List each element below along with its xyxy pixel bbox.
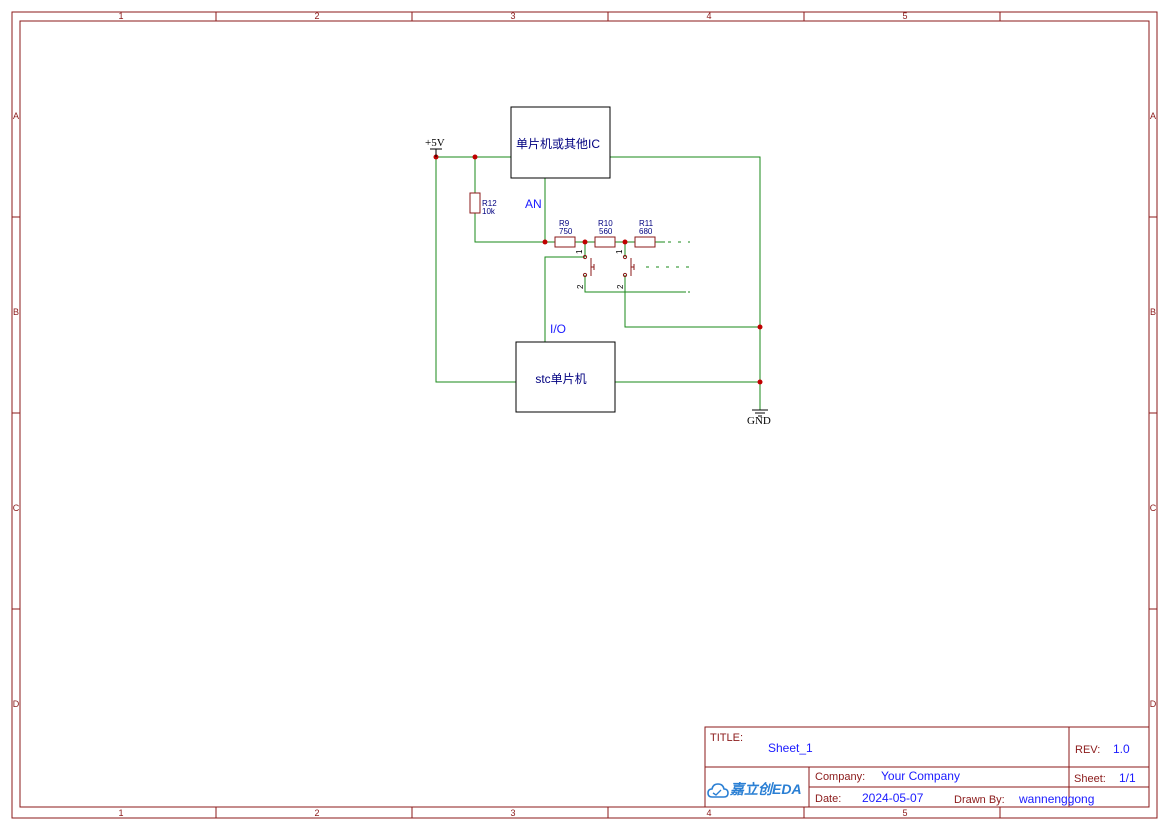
junction-dot [757, 324, 763, 330]
row-label: D [13, 699, 20, 709]
column-label: 5 [902, 11, 907, 21]
resistor-r10-value: 560 [599, 227, 613, 236]
sheet-value[interactable]: 1/1 [1119, 771, 1136, 785]
resistor-r9-ref: R9 [559, 219, 570, 228]
junction-dot [622, 239, 628, 245]
sheet-title[interactable]: Sheet_1 [768, 741, 813, 755]
row-label: C [1150, 503, 1157, 513]
row-label: B [1150, 307, 1156, 317]
column-label: 2 [314, 11, 319, 21]
column-label: 4 [706, 11, 711, 21]
junction-dot [472, 154, 478, 160]
resistor-r11[interactable]: R11 680 [634, 219, 656, 248]
eda-logo: 嘉立创EDA [707, 781, 802, 798]
stc-block-label: stc单片机 [535, 372, 586, 386]
column-label: 3 [510, 11, 515, 21]
drawing-frame [11, 11, 1158, 819]
resistor-r11-ref: R11 [639, 219, 654, 228]
logo-text: 嘉立创EDA [729, 781, 802, 797]
column-label: 2 [314, 808, 319, 818]
column-label: 1 [118, 11, 123, 21]
frame-column-labels-top: 1 2 3 4 5 [118, 11, 907, 21]
switch-1-pin2: 2 [576, 284, 585, 289]
column-label: 4 [706, 808, 711, 818]
switch-1-pin1: 1 [575, 249, 584, 254]
net-label-an: AN [525, 197, 542, 211]
row-label: C [13, 503, 20, 513]
row-label: B [13, 307, 19, 317]
resistor-r11-value: 680 [639, 227, 653, 236]
switch-2[interactable] [622, 254, 635, 278]
date-value[interactable]: 2024-05-07 [862, 791, 924, 805]
column-label: 1 [118, 808, 123, 818]
frame-row-labels-right: A B C D [1150, 111, 1157, 709]
ic-block[interactable]: 单片机或其他IC [510, 106, 611, 179]
junction-dot [757, 379, 763, 385]
switch-2-pin1: 1 [615, 249, 624, 254]
power-symbol-5v[interactable]: +5V [425, 137, 445, 157]
junction-dot [542, 239, 548, 245]
dashed-continuations [646, 241, 690, 293]
resistor-r10-ref: R10 [598, 219, 613, 228]
frame-column-labels-bottom: 1 2 3 4 5 [118, 808, 907, 818]
resistor-r9-value: 750 [559, 227, 573, 236]
resistor-r12-ref: R12 [482, 199, 497, 208]
switch-1[interactable] [582, 254, 595, 278]
ground-label: GND [747, 415, 771, 427]
sheet-label: Sheet: [1074, 773, 1106, 785]
net-label-io: I/O [550, 322, 566, 336]
ground-symbol[interactable]: GND [747, 409, 771, 427]
resistor-r12-value: 10k [482, 207, 496, 216]
junction-dot [582, 239, 588, 245]
row-label: A [1150, 111, 1156, 121]
row-label: D [1150, 699, 1157, 709]
company-label: Company: [815, 771, 865, 783]
rev-value[interactable]: 1.0 [1113, 742, 1130, 756]
drawn-by-label: Drawn By: [954, 794, 1005, 806]
frame-row-labels-left: A B C D [13, 111, 20, 709]
title-block [704, 726, 1150, 808]
cloud-icon [707, 783, 729, 798]
power-label: +5V [425, 137, 445, 149]
date-label: Date: [815, 793, 841, 805]
title-label: TITLE: [710, 732, 743, 744]
column-label: 3 [510, 808, 515, 818]
switch-2-pin2: 2 [616, 284, 625, 289]
company-value[interactable]: Your Company [881, 769, 960, 783]
resistor-r12[interactable]: R12 10k [469, 192, 497, 216]
resistor-r9[interactable]: R9 750 [554, 219, 576, 248]
column-label: 5 [902, 808, 907, 818]
junctions [433, 154, 763, 385]
row-label: A [13, 111, 19, 121]
resistor-r10[interactable]: R10 560 [594, 219, 616, 248]
rev-label: REV: [1075, 744, 1100, 756]
ic-block-label: 单片机或其他IC [516, 137, 600, 151]
stc-block[interactable]: stc单片机 [515, 341, 616, 413]
drawn-by-value[interactable]: wannenggong [1018, 792, 1094, 806]
